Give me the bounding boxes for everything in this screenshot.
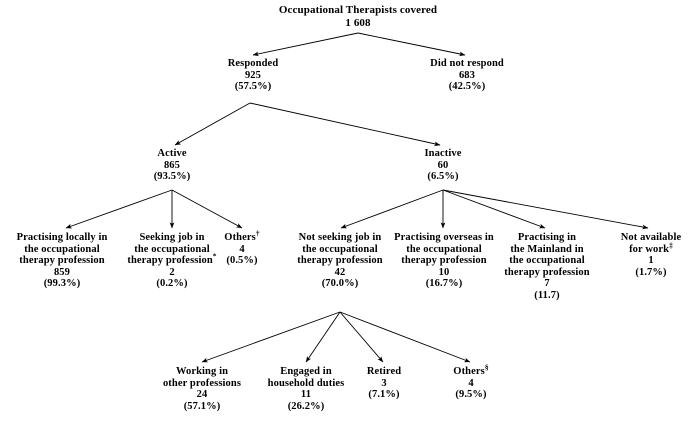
- node-did-not-respond-label: Did not respond: [430, 58, 504, 69]
- node-not-seeking-job: Not seeking job in the occupational ther…: [278, 232, 402, 290]
- node-practising-mainland-percent: (11.7): [534, 289, 560, 301]
- node-not-available-count: 1: [648, 255, 654, 267]
- node-responded-label: Responded: [227, 58, 279, 69]
- node-working-line2: other professions: [162, 377, 242, 389]
- node-practising-mainland-line3: the occupational: [509, 255, 585, 267]
- node-others-not-seeking-text: Others: [453, 366, 485, 377]
- node-others-active-line1: Others†: [206, 228, 278, 244]
- node-not-seeking-job-percent: (70.0%): [321, 278, 359, 290]
- node-practising-locally-percent: (99.3%): [43, 278, 81, 290]
- node-not-available-line2-text: for work: [629, 243, 670, 255]
- node-practising-overseas-line3: therapy profession: [401, 255, 487, 267]
- node-others-not-seeking-count: 4: [468, 377, 474, 389]
- node-not-seeking-job-line3: therapy profession: [297, 255, 383, 267]
- node-others-not-seeking-line1: Others§: [436, 362, 506, 378]
- node-not-seeking-job-count: 42: [334, 266, 346, 278]
- node-inactive-percent: (6.5%): [427, 171, 459, 183]
- node-household-percent: (26.2%): [287, 400, 325, 412]
- node-household-count: 11: [300, 389, 312, 401]
- node-did-not-respond-count: 683: [458, 69, 476, 81]
- node-others-active-count: 4: [239, 243, 245, 255]
- node-practising-overseas-count: 10: [438, 266, 450, 278]
- node-household-line2: household duties: [267, 377, 345, 389]
- node-retired: Retired 3 (7.1%): [349, 366, 419, 401]
- node-others-active: Others† 4 (0.5%): [206, 228, 278, 267]
- node-practising-mainland-line2: the Mainland in: [510, 243, 584, 255]
- node-not-available-marker: ‡: [669, 240, 673, 250]
- node-not-seeking-job-line2: the occupational: [302, 243, 378, 255]
- node-retired-count: 3: [381, 377, 387, 389]
- node-practising-mainland-count: 7: [544, 278, 550, 290]
- node-practising-locally-line3: therapy profession: [19, 255, 105, 267]
- node-seeking-job-marker: *: [212, 251, 217, 261]
- node-seeking-job-line3-text: therapy profession: [127, 255, 213, 267]
- node-working-line1: Working in: [175, 366, 229, 377]
- node-root-count: 1 608: [345, 16, 371, 29]
- node-practising-mainland-line1: Practising in: [517, 232, 577, 243]
- node-inactive: Inactive 60 (6.5%): [391, 148, 495, 183]
- node-others-not-seeking-marker: §: [484, 362, 489, 372]
- node-seeking-job-line1: Seeking job in: [139, 232, 205, 243]
- node-active-count: 865: [163, 159, 181, 171]
- node-practising-overseas-percent: (16.7%): [425, 278, 463, 290]
- node-active-label: Active: [157, 148, 187, 159]
- node-inactive-count: 60: [437, 159, 449, 171]
- node-seeking-job-count: 2: [169, 266, 175, 278]
- node-retired-percent: (7.1%): [368, 389, 400, 401]
- node-household-line1: Engaged in: [280, 366, 332, 377]
- node-practising-locally-line1: Practising locally in: [16, 232, 108, 243]
- node-not-available-line1: Not available: [620, 232, 682, 243]
- node-practising-mainland: Practising in the Mainland in the occupa…: [489, 232, 605, 302]
- node-root-label: Occupational Therapists covered: [278, 4, 438, 16]
- node-responded-percent: (57.5%): [234, 81, 272, 93]
- node-practising-mainland-line4: therapy profession: [504, 266, 590, 278]
- node-seeking-job: Seeking job in the occupational therapy …: [116, 232, 228, 290]
- node-active: Active 865 (93.5%): [120, 148, 224, 183]
- node-practising-locally-line2: the occupational: [24, 243, 100, 255]
- node-not-available-for-work: Not available for work‡ 1 (1.7%): [606, 232, 696, 278]
- node-practising-overseas-line1: Practising overseas in: [394, 232, 494, 243]
- node-working-percent: (57.1%): [183, 400, 221, 412]
- node-others-active-text: Others: [224, 232, 256, 243]
- node-working-count: 24: [196, 389, 208, 401]
- node-not-available-line2: for work‡: [606, 241, 696, 256]
- node-others-not-seeking: Others§ 4 (9.5%): [436, 362, 506, 401]
- node-seeking-job-percent: (0.2%): [156, 278, 188, 290]
- node-not-seeking-job-line1: Not seeking job in: [298, 232, 382, 243]
- node-retired-line1: Retired: [366, 366, 402, 377]
- node-others-active-marker: †: [255, 228, 260, 238]
- node-did-not-respond: Did not respond 683 (42.5%): [404, 58, 530, 93]
- node-not-available-percent: (1.7%): [635, 266, 667, 278]
- node-practising-overseas: Practising overseas in the occupational …: [379, 232, 509, 290]
- node-working-other-professions: Working in other professions 24 (57.1%): [145, 366, 259, 412]
- node-root: Occupational Therapists covered 1 608: [228, 4, 488, 29]
- node-others-active-percent: (0.5%): [226, 255, 258, 267]
- node-seeking-job-line3: therapy profession*: [116, 251, 228, 267]
- node-household-duties: Engaged in household duties 11 (26.2%): [249, 366, 363, 412]
- node-responded: Responded 925 (57.5%): [190, 58, 316, 93]
- node-practising-locally-count: 859: [53, 266, 71, 278]
- node-responded-count: 925: [244, 69, 262, 81]
- node-others-not-seeking-percent: (9.5%): [455, 389, 487, 401]
- node-seeking-job-line2: the occupational: [134, 243, 210, 255]
- node-practising-locally: Practising locally in the occupational t…: [0, 232, 124, 290]
- node-did-not-respond-percent: (42.5%): [448, 81, 486, 93]
- node-inactive-label: Inactive: [424, 148, 462, 159]
- node-practising-overseas-line2: the occupational: [406, 243, 482, 255]
- node-active-percent: (93.5%): [153, 171, 191, 183]
